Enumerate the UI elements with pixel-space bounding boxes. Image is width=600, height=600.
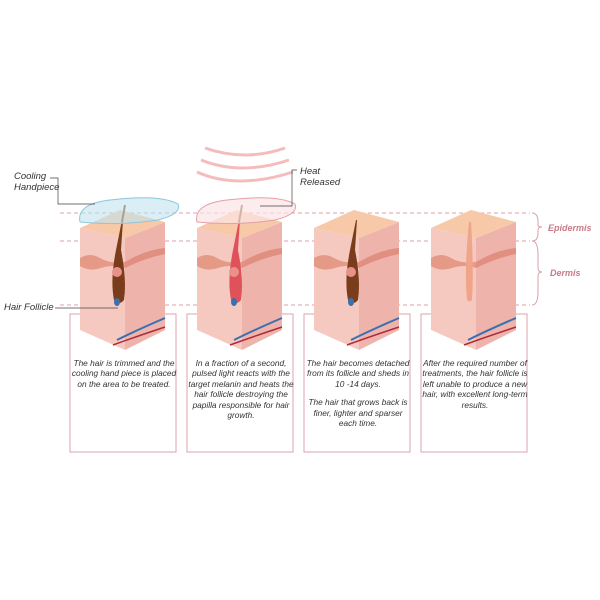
hair-follicle: [346, 220, 359, 303]
skin-block-side: [125, 222, 165, 350]
blood-vessel: [346, 326, 400, 346]
heat-wave: [200, 158, 290, 170]
step-text: The hair becomes detached from its folli…: [306, 358, 410, 389]
papilla: [348, 298, 354, 306]
label-line: Released: [300, 177, 341, 188]
heat-released-leader: [260, 169, 297, 207]
heat-wave: [204, 146, 286, 157]
epidermis-bracket: [531, 212, 543, 242]
epidermis-layer: [476, 248, 516, 268]
light-handpiece: [196, 197, 297, 225]
papilla: [231, 298, 237, 306]
step-3-description: The hair becomes detached from its folli…: [305, 358, 411, 436]
blood-vessel: [350, 317, 400, 341]
skin-block-side: [242, 222, 282, 350]
hair-follicle: [112, 220, 125, 303]
label-line: Handpiece: [14, 182, 60, 193]
heat-released-label: Heat Released: [300, 166, 340, 188]
label-line: Heat: [300, 166, 321, 177]
sebaceous-gland: [229, 267, 239, 277]
dermis-label: Dermis: [550, 268, 581, 278]
hair-follicle-label: Hair Follicle: [4, 302, 54, 313]
epidermis-layer: [125, 248, 165, 268]
dermis-bracket: [531, 240, 543, 306]
epidermis-layer: [359, 248, 399, 268]
skin-block-side: [359, 222, 399, 350]
step-2-description: In a fraction of a second, pulsed light …: [188, 358, 294, 428]
blood-vessel: [112, 326, 166, 346]
sebaceous-gland: [112, 267, 122, 277]
blood-vessel: [463, 326, 517, 346]
step-text: The hair is trimmed and the cooling hand…: [71, 358, 177, 389]
blood-vessel: [116, 317, 166, 341]
epidermis-layer: [242, 248, 282, 268]
skin-block-side: [476, 222, 516, 350]
step-4-description: After the required number of treatments,…: [422, 358, 528, 418]
heat-wave: [196, 170, 294, 183]
blood-vessel: [467, 317, 517, 341]
sebaceous-gland: [346, 267, 356, 277]
cooling-handpiece: [79, 197, 180, 225]
cooling-handpiece-label: Cooling Handpiece: [14, 171, 59, 193]
step-text: In a fraction of a second, pulsed light …: [188, 358, 294, 421]
step-text: The hair that grows back is finer, light…: [308, 397, 408, 429]
papilla: [114, 298, 120, 306]
blood-vessel: [229, 326, 283, 346]
step-1-description: The hair is trimmed and the cooling hand…: [71, 358, 177, 397]
skin-block-top: [431, 210, 516, 238]
atrophied-follicle: [465, 222, 473, 302]
cooling-handpiece-leader: [50, 177, 95, 205]
blood-vessel: [233, 317, 283, 341]
epidermis-layer: [431, 255, 476, 270]
step-text: After the required number of treatments,…: [422, 358, 528, 410]
label-line: Cooling: [14, 171, 47, 182]
epidermis-label: Epidermis: [548, 223, 592, 233]
hair-follicle: [229, 220, 242, 303]
